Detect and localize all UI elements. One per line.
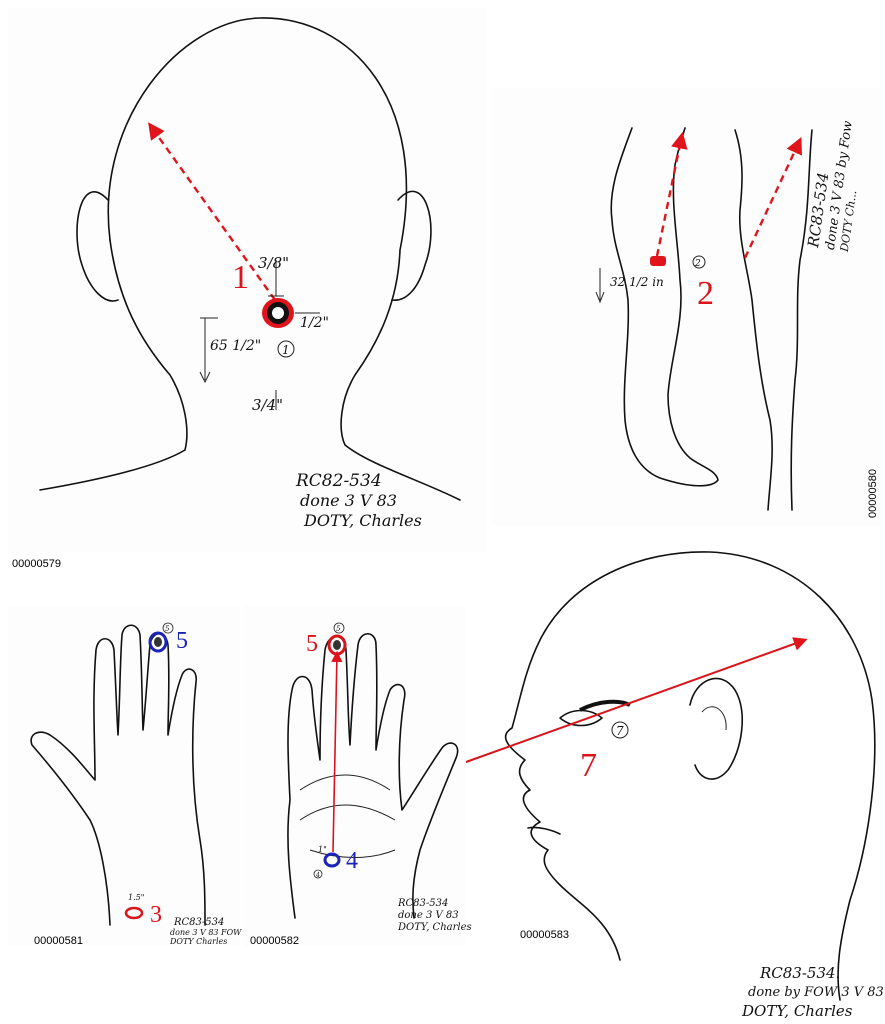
palm-note-line3: DOTY, Charles [397,922,472,933]
palm-circle-label-4: 4 [315,872,320,879]
hand-back-measure: 1.5" [128,893,144,902]
eye-outline [560,711,602,726]
head-side-note-line1: RC83-534. [759,964,840,982]
wound-5-back-number: 5 [176,628,188,654]
head-back-note-line3: DOTY, Charles [303,511,422,530]
measure-bottom-label: 3/4" [252,396,283,414]
palm-circle-label-5: 5 [336,625,341,633]
wound-7-number: 7 [580,747,597,784]
hand-back-note-line3: DOTY Charles [169,937,227,946]
hand-palm-panel: 5 5 4 1" 4 RC83-534 done 3 V 83 DOTY, Ch… [244,606,472,947]
measure-side-label: 1/2" [300,315,329,331]
wound-5-palm-number: 5 [306,631,318,657]
legs-panel: 2 2 32 1/2 in RC83-534 done 3 V 83 by Fo… [492,88,880,526]
trajectory-arrow-7 [466,640,805,762]
wound-4-number: 4 [346,848,358,874]
hand-back-circle-label: 5 [165,625,170,633]
measure-top-label: 3/8" [258,254,289,272]
doc-number-580: 00000580 [867,469,879,518]
head-side-circle-label: 7 [616,724,624,738]
doc-number-583: 00000583 [520,929,569,941]
doc-number-581: 00000581 [34,935,83,947]
head-back-panel: 1 3/8" 1/2" 65 1/2" 3/4" 1 RC82-534 done… [8,8,486,570]
hand-back-panel: 5 5 3 1.5" RC83-534 done 3 V 83 FOW DOTY… [8,606,242,947]
palm-note-line2: done 3 V 83 [398,910,459,921]
ear-outline [690,678,742,779]
palm-note-line1: RC83-534 [397,898,448,909]
wound-2-number: 2 [697,275,714,312]
wound-2-marker [650,256,666,266]
head-side-panel: 7 7 00000583 RC83-534. done by FOW 3 V 8… [466,552,884,1020]
hand-back-note-line1: RC83-534 [173,917,224,928]
doc-number-579: 00000579 [12,558,61,570]
wound-2-circle-label: 2 [694,259,701,269]
wound-1-number: 1 [232,259,249,296]
hand-back-note-line2: done 3 V 83 FOW [170,928,242,937]
palm-measure: 1" [318,845,327,854]
legs-measure-label: 32 1/2 in [610,275,664,289]
head-back-note-line2: done 3 V 83 [300,491,397,510]
head-side-note-line2: done by FOW 3 V 83 [748,985,884,1000]
wound-1-circle-label: 1 [282,343,290,357]
doc-number-582: 00000582 [250,935,299,947]
head-back-note-line1: RC82-534 [295,471,382,491]
wound-3-number: 3 [150,902,162,928]
head-side-note-line3: DOTY, Charles [741,1002,853,1020]
measure-down-label: 65 1/2" [210,338,261,354]
